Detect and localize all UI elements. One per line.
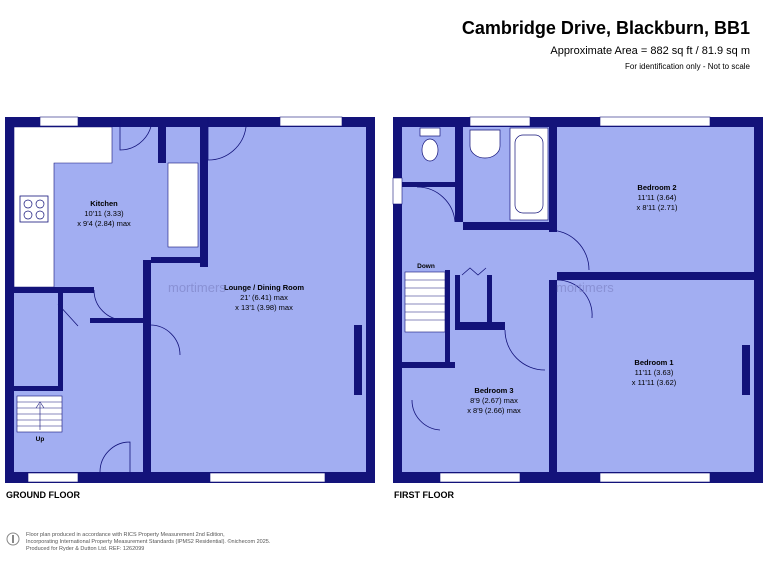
wall-stair-top bbox=[14, 386, 63, 391]
toilet-icon bbox=[419, 127, 441, 162]
ground-doors bbox=[57, 116, 247, 473]
bedroom1-name: Bedroom 1 bbox=[634, 358, 673, 367]
footer-line-3: Produced for Ryder & Dutton Ltd. REF: 12… bbox=[26, 546, 145, 552]
first-doors bbox=[411, 186, 593, 431]
first-radiator bbox=[742, 345, 750, 395]
wall-bath-left bbox=[455, 127, 463, 222]
bedroom2-name: Bedroom 2 bbox=[637, 183, 676, 192]
first-window-bed2 bbox=[599, 116, 711, 127]
first-window-wc bbox=[392, 177, 403, 205]
wall-bed3-top bbox=[455, 322, 505, 330]
approximate-area: Approximate Area = 882 sq ft / 81.9 sq m bbox=[550, 45, 750, 57]
watermark-first: mortimers bbox=[556, 280, 614, 295]
wall-store bbox=[402, 362, 455, 368]
first-window-bed3 bbox=[439, 472, 521, 483]
ground-window-front bbox=[27, 472, 79, 483]
wall-wc-bottom bbox=[402, 182, 455, 187]
hob-icon bbox=[19, 195, 49, 223]
wall-bed1-left bbox=[549, 280, 557, 472]
wall-kitchen-pantry bbox=[158, 127, 166, 163]
ground-window-kitchen bbox=[39, 116, 79, 127]
property-title: Cambridge Drive, Blackburn, BB1 bbox=[461, 18, 750, 38]
wall-bath-bed2 bbox=[549, 127, 557, 232]
bath-icon bbox=[509, 127, 549, 221]
wall-lounge-left bbox=[143, 260, 151, 472]
bedroom2-dim1: 11'11 (3.64) bbox=[638, 193, 677, 202]
ground-floor-plan bbox=[5, 116, 375, 483]
stairs-ground bbox=[16, 395, 63, 433]
wall-understair bbox=[58, 293, 63, 388]
ground-window-lounge-bottom bbox=[209, 472, 326, 483]
bedroom1-dim2: x 11'11 (3.62) bbox=[632, 378, 677, 387]
watermark-ground: mortimers bbox=[168, 280, 226, 295]
first-window-bath bbox=[469, 116, 531, 127]
stairs-up-label: Up bbox=[36, 436, 45, 443]
room-labels: Kitchen 10'11 (3.33) x 9'4 (2.84) max Lo… bbox=[36, 183, 678, 443]
kitchen-worktop-right bbox=[167, 162, 199, 248]
wall-kitchen-lounge bbox=[151, 257, 200, 263]
kitchen-dim2: x 9'4 (2.84) max bbox=[77, 219, 131, 228]
wall-lounge-left-upper bbox=[200, 127, 208, 267]
wall-bath-bottom bbox=[463, 222, 549, 230]
bedroom2-dim2: x 8'11 (2.71) bbox=[637, 203, 678, 212]
wall-kitchen-bottom bbox=[14, 287, 94, 293]
lounge-dim1: 21' (6.41) max bbox=[240, 293, 288, 302]
basin-icon bbox=[469, 129, 501, 159]
lounge-dim2: x 13'1 (3.98) max bbox=[235, 303, 293, 312]
wall-cupboard-left bbox=[487, 275, 492, 330]
rics-logo-icon bbox=[6, 532, 20, 546]
wall-bed3-left bbox=[455, 275, 460, 330]
wall-bed2-bottom bbox=[557, 272, 754, 280]
wall-stair-side bbox=[445, 270, 450, 362]
footer-line-2: Incorporating International Property Mea… bbox=[26, 539, 271, 545]
bedroom3-dim1: 8'9 (2.67) max bbox=[470, 396, 518, 405]
bedroom3-dim2: x 8'9 (2.66) max bbox=[467, 406, 521, 415]
stairs-first bbox=[404, 271, 446, 333]
ground-floor-label: GROUND FLOOR bbox=[6, 490, 80, 500]
bedroom1-dim1: 11'11 (3.63) bbox=[635, 368, 674, 377]
first-floor-plan bbox=[392, 116, 763, 483]
kitchen-name: Kitchen bbox=[90, 199, 118, 208]
first-floor-label: FIRST FLOOR bbox=[394, 490, 454, 500]
wall-hall-lounge bbox=[90, 318, 150, 323]
disclaimer-note: For identification only - Not to scale bbox=[625, 62, 750, 71]
kitchen-dim1: 10'11 (3.33) bbox=[84, 209, 124, 218]
ground-window-lounge-top bbox=[279, 116, 343, 127]
footer-line-1: Floor plan produced in accordance with R… bbox=[26, 532, 225, 538]
footer-notes: Floor plan produced in accordance with R… bbox=[26, 532, 270, 553]
first-floor-area bbox=[402, 127, 754, 472]
ground-radiator bbox=[354, 325, 362, 395]
first-window-bed1 bbox=[599, 472, 711, 483]
bedroom3-name: Bedroom 3 bbox=[474, 386, 513, 395]
lounge-name: Lounge / Dining Room bbox=[224, 283, 304, 292]
stairs-down-label: Down bbox=[417, 263, 435, 270]
